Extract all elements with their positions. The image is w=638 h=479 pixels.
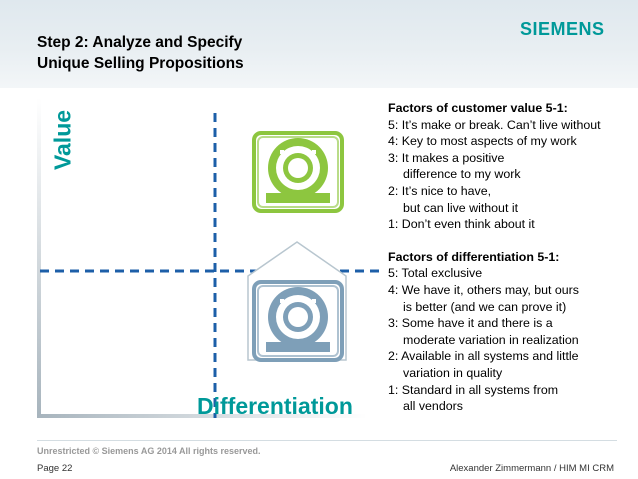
y-axis-label-box: Value (48, 101, 78, 179)
differentiation-line: 1: Standard in all systems from (388, 382, 559, 397)
customer-line: 3: It makes a positive (388, 150, 505, 165)
y-axis-label: Value (49, 109, 76, 171)
customer-value-heading: Factors of customer value 5-1: (388, 101, 568, 115)
customer-line: 1: Don’t even think about it (388, 217, 535, 232)
differentiation-line: 3: Some have it and there is a (388, 316, 553, 331)
slide-title: Step 2: Analyze and Specify Unique Selli… (37, 32, 357, 74)
differentiation-line: is better (and we can prove it) (403, 299, 567, 314)
customer-line: 2: It’s nice to have, (388, 183, 492, 198)
footer-classification: Unrestricted © Siemens AG 2014 All right… (37, 446, 261, 456)
header-band: Step 2: Analyze and Specify Unique Selli… (0, 0, 638, 88)
page-number: Page 22 (37, 463, 73, 474)
differentiation-line: 5: Total exclusive (388, 266, 483, 281)
title-line-1: Step 2: Analyze and Specify (37, 34, 243, 51)
customer-line: 5: It’s make or break. Can’t live withou… (388, 117, 601, 132)
y-axis (37, 98, 41, 418)
footer-author: Alexander Zimmermann / HIM MI CRM (449, 463, 614, 474)
value-differentiation-chart (37, 98, 380, 418)
spacer (388, 233, 636, 249)
customer-value-list: 5: It’s make or break. Can’t live withou… (388, 117, 636, 233)
differentiation-line: all vendors (403, 399, 463, 414)
factors-text: Factors of customer value 5-1: 5: It’s m… (388, 100, 636, 415)
differentiation-line: moderate variation in realization (403, 332, 579, 347)
differentiation-line: 4: We have it, others may, but ours (388, 282, 579, 297)
differentiation-heading: Factors of differentiation 5-1: (388, 249, 560, 264)
customer-line: 4: Key to most aspects of my work (388, 134, 577, 149)
customer-line: but can live without it (403, 200, 519, 215)
footer-divider (37, 440, 617, 441)
siemens-logo: SIEMENS (520, 19, 605, 39)
customer-line: difference to my work (403, 167, 521, 182)
title-line-2: Unique Selling Propositions (37, 55, 244, 72)
differentiation-line: 2: Available in all systems and little (388, 349, 579, 364)
differentiation-line: variation in quality (403, 365, 503, 380)
scanner-icon-high-value (252, 131, 344, 213)
scanner-icon-low-value (252, 280, 344, 362)
x-axis-label: Differentiation (197, 393, 353, 419)
x-axis (37, 414, 367, 418)
